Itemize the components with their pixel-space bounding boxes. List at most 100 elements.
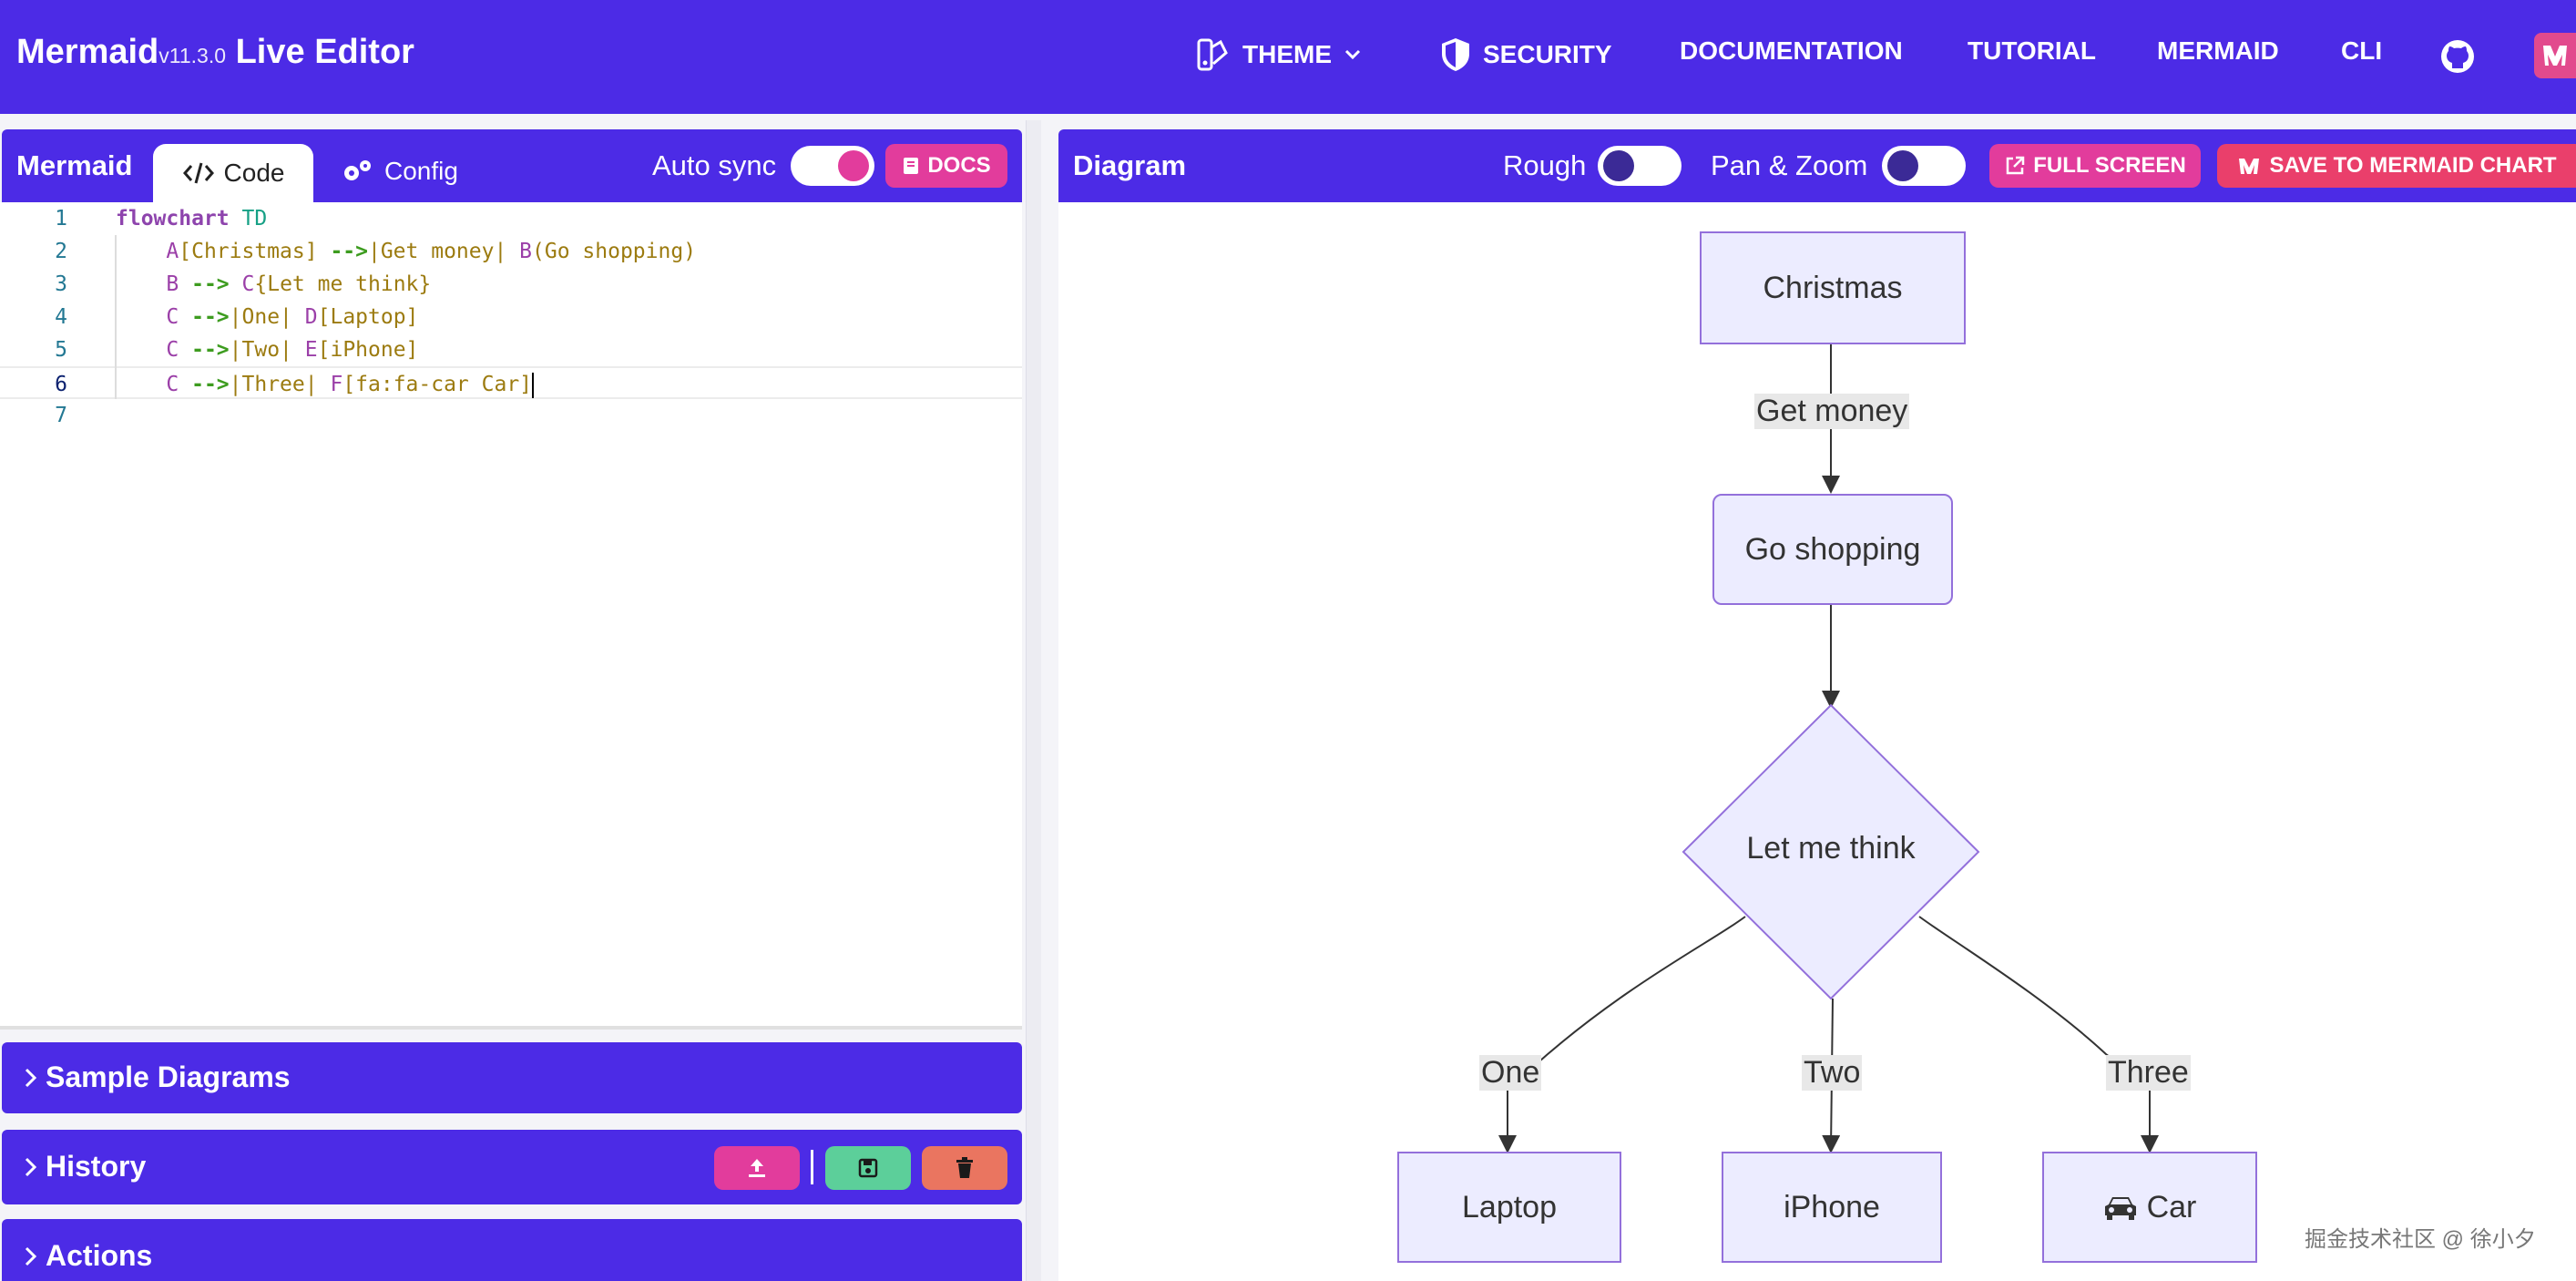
node-iphone-label: iPhone (1784, 1189, 1880, 1225)
theme-label: THEME (1242, 40, 1332, 68)
save-to-mermaid-chart-label: SAVE TO MERMAID CHART (2269, 153, 2557, 178)
code-token: |Get money| (367, 240, 507, 263)
code-token: --> (191, 272, 230, 296)
line-number: 6 (55, 373, 67, 396)
tab-code[interactable]: Code (153, 144, 313, 202)
auto-sync-knob (838, 150, 869, 181)
full-screen-button[interactable]: FULL SCREEN (1989, 144, 2201, 188)
code-icon (182, 162, 214, 184)
delete-history-button[interactable] (922, 1146, 1007, 1190)
code-editor[interactable]: 1 flowchart TD 2 A[Christmas] -->|Get mo… (0, 202, 1022, 1030)
node-christmas-label: Christmas (1763, 270, 1903, 305)
github-icon[interactable] (2439, 38, 2476, 75)
security-label: SECURITY (1483, 40, 1612, 68)
code-token: C (241, 272, 255, 296)
code-line-active: 6 C -->|Three| F[fa:fa-car Car] (0, 366, 1022, 399)
node-laptop[interactable]: Laptop (1397, 1152, 1621, 1263)
node-car[interactable]: Car (2042, 1152, 2257, 1263)
diagram-panel-title: Diagram (1073, 149, 1187, 181)
flowchart-edges (1498, 344, 2159, 1153)
node-go-shopping-label: Go shopping (1744, 531, 1921, 567)
rough-label: Rough (1503, 149, 1587, 181)
decision-node-shape (1682, 703, 1980, 1000)
actions-label: Actions (46, 1239, 153, 1272)
code-token: F (330, 373, 343, 396)
node-laptop-label: Laptop (1462, 1189, 1557, 1225)
node-let-me-think[interactable]: Let me think (1746, 831, 1916, 866)
actions-accordion[interactable]: Actions (2, 1219, 1022, 1281)
tutorial-link[interactable]: TUTORIAL (1968, 36, 2096, 66)
upload-icon (749, 1159, 765, 1177)
external-link-icon (2006, 156, 2025, 175)
divider (811, 1150, 813, 1184)
auto-sync-label: Auto sync (652, 149, 777, 181)
pan-zoom-label: Pan & Zoom (1711, 149, 1868, 181)
sample-diagrams-accordion[interactable]: Sample Diagrams (2, 1042, 1022, 1113)
brand-name: Mermaid (16, 33, 159, 71)
save-history-button[interactable] (825, 1146, 911, 1190)
history-accordion[interactable]: History (2, 1130, 1022, 1204)
code-token: B (166, 272, 179, 296)
version-label: v11.3.0 (158, 44, 227, 67)
code-token: C (166, 338, 179, 362)
code-line: 2 A[Christmas] -->|Get money| B(Go shopp… (0, 235, 1022, 268)
mermaid-chart-logo-icon[interactable] (2534, 33, 2576, 78)
edge-think-laptop (1498, 916, 1746, 1153)
code-token: |Three| (229, 373, 318, 396)
security-link[interactable]: SECURITY (1439, 36, 1612, 73)
documentation-label: DOCUMENTATION (1680, 36, 1903, 65)
auto-sync-toggle[interactable] (791, 146, 874, 186)
chevron-right-icon (25, 1246, 37, 1266)
mermaid-label: MERMAID (2157, 36, 2279, 65)
rough-toggle[interactable] (1598, 146, 1682, 186)
line-number: 1 (55, 207, 67, 231)
code-token: [fa:fa-car Car] (342, 373, 533, 396)
watermark: 掘金技术社区 @ 徐小夕 (2305, 1227, 2536, 1252)
mermaid-link[interactable]: MERMAID (2157, 36, 2279, 66)
line-number: 4 (55, 305, 67, 329)
node-christmas[interactable]: Christmas (1700, 231, 1966, 344)
edge-label-two: Two (1802, 1055, 1863, 1091)
theme-menu[interactable]: THEME (1195, 36, 1363, 73)
car-icon (2104, 1197, 2136, 1220)
documentation-link[interactable]: DOCUMENTATION (1680, 36, 1903, 66)
edge-think-car (1918, 916, 2159, 1153)
line-number: 7 (55, 404, 67, 427)
code-token: {Let me think} (254, 272, 432, 296)
edge-label-get-money: Get money (1754, 394, 1910, 429)
save-icon (858, 1158, 878, 1178)
app-brand[interactable]: Mermaidv11.3.0 Live Editor (16, 33, 414, 72)
upload-history-button[interactable] (714, 1146, 800, 1190)
code-token: flowchart (116, 207, 230, 231)
pan-zoom-toggle[interactable] (1882, 146, 1966, 186)
node-iphone[interactable]: iPhone (1722, 1152, 1942, 1263)
code-token: D (304, 305, 318, 329)
full-screen-label: FULL SCREEN (2033, 153, 2186, 178)
chevron-right-icon (25, 1157, 37, 1176)
code-line: 4 C -->|One| D[Laptop] (0, 301, 1022, 333)
node-car-label: Car (2146, 1189, 2197, 1225)
code-line: 3 B --> C{Let me think} (0, 268, 1022, 301)
diagram-canvas[interactable]: Christmas Get money Go shopping Let me t… (1058, 202, 2576, 1281)
cli-link[interactable]: CLI (2341, 36, 2382, 66)
mermaid-chart-icon (2239, 159, 2260, 174)
line-number: 5 (55, 338, 67, 362)
top-bar: Mermaidv11.3.0 Live Editor THEME SECURIT… (0, 0, 2576, 114)
docs-button[interactable]: DOCS (885, 144, 1007, 188)
code-line: 5 C -->|Two| E[iPhone] (0, 333, 1022, 366)
edge-label-one: One (1479, 1055, 1542, 1091)
tab-config-label: Config (384, 157, 458, 185)
tab-config[interactable]: Config (341, 157, 458, 186)
trash-icon (956, 1157, 973, 1178)
gears-icon (344, 160, 371, 180)
node-go-shopping[interactable]: Go shopping (1712, 494, 1953, 605)
app-title: Live Editor (235, 33, 414, 71)
docs-button-label: DOCS (927, 153, 991, 178)
save-to-mermaid-chart-button[interactable]: SAVE TO MERMAID CHART (2217, 144, 2576, 188)
editor-panel-header: Mermaid Code Config Auto sync DOCS (2, 129, 1022, 202)
rough-knob (1603, 150, 1634, 181)
code-token: |One| (229, 305, 292, 329)
code-token: TD (241, 207, 268, 231)
code-line: 7 (0, 399, 1022, 432)
panel-resize-handle[interactable] (1026, 120, 1041, 1281)
